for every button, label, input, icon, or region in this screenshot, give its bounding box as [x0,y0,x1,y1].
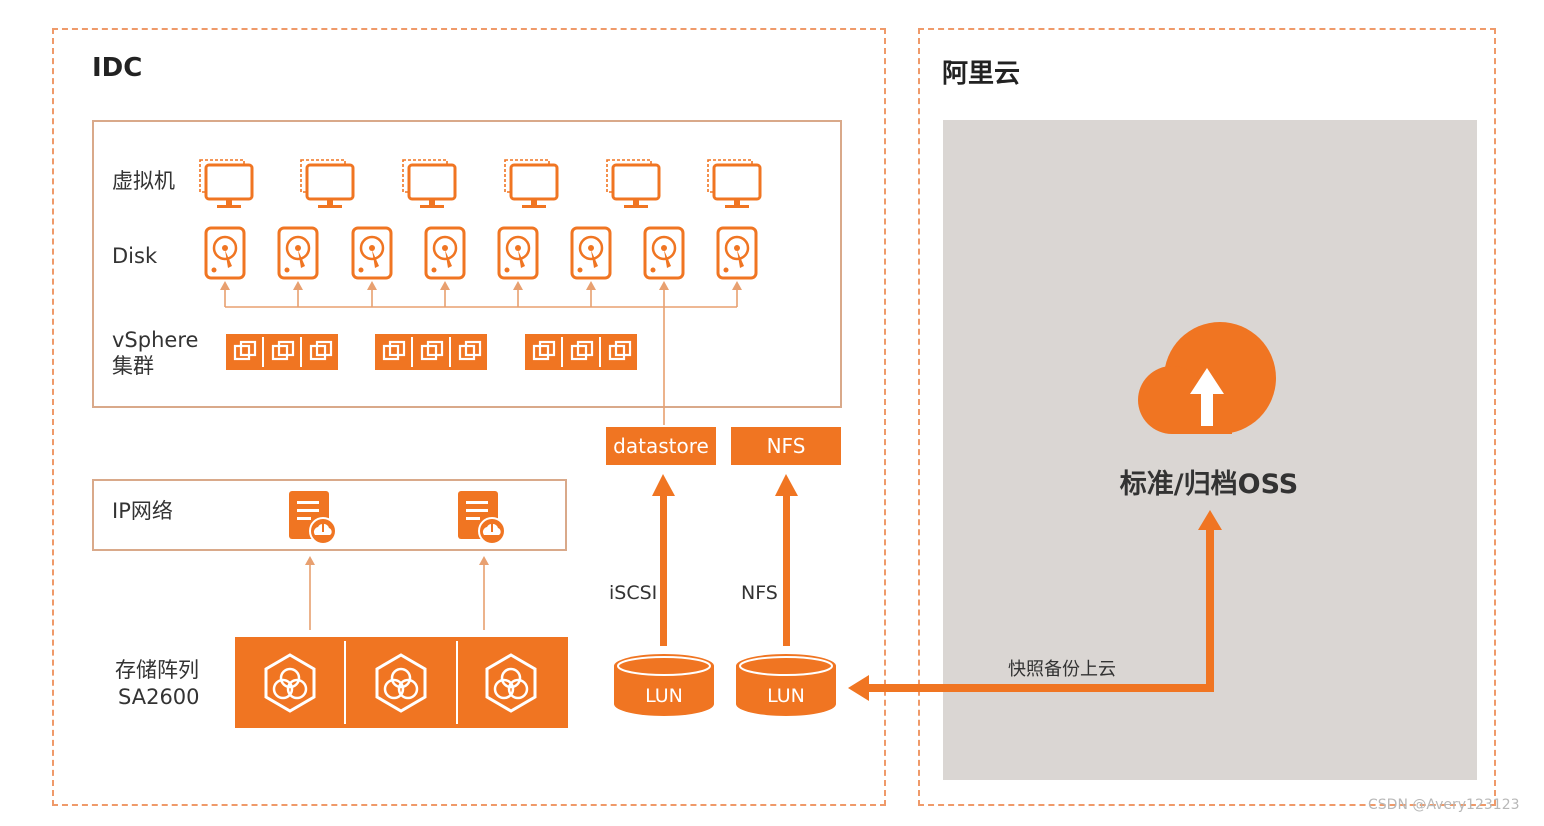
vm-monitor-icon [401,158,457,210]
vsphere-row-label-line1: vSphere [112,328,199,352]
snapshot-backup-arrow [848,510,1222,701]
nfs-protocol-label: NFS [741,582,778,604]
hard-disk-icon [716,226,758,280]
nfs-tag: NFS [731,427,841,465]
lun-left-label: LUN [645,685,683,707]
idc-region [52,28,886,806]
disk-connector-lines [224,288,738,425]
ip-network-label: IP网络 [112,499,173,523]
vsphere-host-icon [523,332,639,372]
nfs-arrow [775,474,798,646]
oss-label: 标准/归档OSS [1119,469,1299,500]
hard-disk-icon [497,226,539,280]
aliyun-title: 阿里云 [942,59,1021,89]
vm-monitor-icon [299,158,355,210]
vsphere-row-label-line2: 集群 [112,354,154,378]
vm-monitor-icon [198,158,254,210]
hard-disk-icon [351,226,393,280]
hard-disk-icon [204,226,246,280]
datastore-tag: datastore [606,427,716,465]
lun-right-label: LUN [767,685,805,707]
disk-row-label: Disk [112,244,158,268]
iscsi-protocol-label: iSCSI [609,582,658,604]
hard-disk-icon [643,226,685,280]
cloud-upload-icon [1138,322,1276,434]
watermark: CSDN @Avery123123 [1368,797,1520,813]
vm-monitor-icon [503,158,559,210]
aliyun-region [918,28,1496,806]
vsphere-host-icon [373,332,489,372]
disk-arrowheads [220,281,742,290]
iscsi-arrow [652,474,675,646]
vsphere-host-icon [224,332,340,372]
hard-disk-icon [277,226,319,280]
vm-monitor-icon [706,158,762,210]
vm-monitor-icon [605,158,661,210]
network-document-icon [288,490,337,545]
vm-row-label: 虚拟机 [112,169,175,193]
hard-disk-icon [424,226,466,280]
network-document-icon [457,490,506,545]
storage-array-label-line2: SA2600 [118,685,200,709]
idc-title: IDC [92,53,143,83]
storage-network-lines [309,563,485,630]
storage-array-label-line1: 存储阵列 [115,658,199,682]
snapshot-backup-label: 快照备份上云 [1008,659,1116,680]
hard-disk-icon [570,226,612,280]
